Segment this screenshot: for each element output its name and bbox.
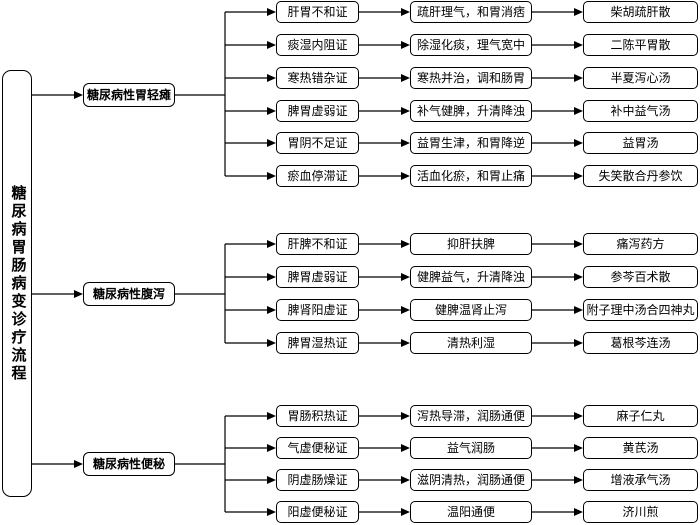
syndrome-box: 气虚便秘证 (276, 437, 359, 459)
prescription-box: 附子理中汤合四神丸 (583, 299, 698, 321)
prescription-box: 益胃汤 (583, 132, 698, 154)
root-title-box: 糖尿病胃肠病变诊疗流程 (2, 70, 32, 497)
treatment-box: 益气润肠 (410, 437, 532, 459)
syndrome-box: 寒热错杂证 (276, 67, 359, 89)
treatment-box: 补气健脾，升清降浊 (410, 100, 532, 122)
syndrome-box: 阳虚便秘证 (276, 501, 359, 523)
treatment-box: 寒热并治，调和肠胃 (410, 67, 532, 89)
prescription-box: 增液承气汤 (583, 469, 698, 491)
syndrome-box: 脾胃虚弱证 (276, 266, 359, 288)
syndrome-box: 阴虚肠燥证 (276, 469, 359, 491)
branch-box-diarrhea: 糖尿病性腹泻 (83, 282, 175, 306)
syndrome-box: 痰湿内阻证 (276, 34, 359, 56)
prescription-box: 补中益气汤 (583, 100, 698, 122)
branch-box-gastroparesis: 糖尿病性胃轻瘫 (83, 83, 175, 107)
treatment-box: 滋阴清热，润肠通便 (410, 469, 532, 491)
treatment-box: 除湿化痰，理气宽中 (410, 34, 532, 56)
syndrome-box: 瘀血停滞证 (276, 165, 359, 187)
treatment-box: 抑肝扶脾 (410, 233, 532, 255)
syndrome-box: 胃阴不足证 (276, 132, 359, 154)
syndrome-box: 脾肾阳虚证 (276, 299, 359, 321)
treatment-box: 温阳通便 (410, 501, 532, 523)
branch-box-constipation: 糖尿病性便秘 (83, 452, 175, 476)
syndrome-box: 胃肠积热证 (276, 405, 359, 427)
treatment-box: 健脾温肾止泻 (410, 299, 532, 321)
prescription-box: 葛根芩连汤 (583, 332, 698, 354)
treatment-box: 清热利湿 (410, 332, 532, 354)
syndrome-box: 肝脾不和证 (276, 233, 359, 255)
page-title: 糖尿病胃肠病变诊疗流程 (9, 184, 26, 383)
prescription-box: 济川煎 (583, 501, 698, 523)
treatment-box: 泻热导滞，润肠通便 (410, 405, 532, 427)
prescription-box: 参芩百术散 (583, 266, 698, 288)
treatment-box: 健脾益气，升清降浊 (410, 266, 532, 288)
treatment-box: 益胃生津，和胃降逆 (410, 132, 532, 154)
treatment-box: 疏肝理气，和胃消痞 (410, 1, 532, 23)
prescription-box: 二陈平胃散 (583, 34, 698, 56)
prescription-box: 黄芪汤 (583, 437, 698, 459)
syndrome-box: 肝胃不和证 (276, 1, 359, 23)
syndrome-box: 脾胃湿热证 (276, 332, 359, 354)
prescription-box: 柴胡疏肝散 (583, 1, 698, 23)
prescription-box: 半夏泻心汤 (583, 67, 698, 89)
syndrome-box: 脾胃虚弱证 (276, 100, 359, 122)
prescription-box: 痛泻药方 (583, 233, 698, 255)
prescription-box: 失笑散合丹参饮 (583, 165, 698, 187)
prescription-box: 麻子仁丸 (583, 405, 698, 427)
treatment-box: 活血化瘀，和胃止痛 (410, 165, 532, 187)
